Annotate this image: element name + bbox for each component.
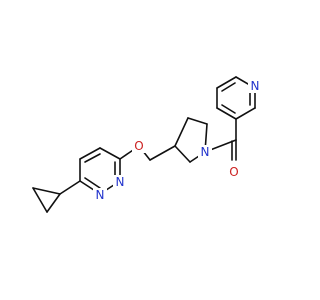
svg-text:O: O xyxy=(134,139,143,153)
svg-text:N: N xyxy=(201,145,210,159)
pyrrolidine-nitrogen-label: N xyxy=(198,145,212,159)
svg-text:N: N xyxy=(116,175,125,189)
svg-text:O: O xyxy=(229,165,238,179)
ether-oxygen-label: O xyxy=(132,139,146,153)
carbonyl-group xyxy=(231,139,237,161)
cyclopropyl-group xyxy=(32,180,81,213)
pyridine-nitrogen-label: N xyxy=(248,79,262,93)
pyridazine-nitrogen-1-label: N xyxy=(113,175,127,189)
svg-text:N: N xyxy=(96,188,105,202)
molecule-structure: N O N O N N xyxy=(32,76,262,213)
molecule-diagram: N O N O N N xyxy=(32,76,262,213)
pyridine-ring xyxy=(216,76,256,120)
svg-text:N: N xyxy=(251,79,260,93)
methylene-bond xyxy=(149,145,176,161)
pyridazine-nitrogen-2-label: N xyxy=(93,188,107,202)
carbonyl-oxygen-label: O xyxy=(227,165,241,179)
